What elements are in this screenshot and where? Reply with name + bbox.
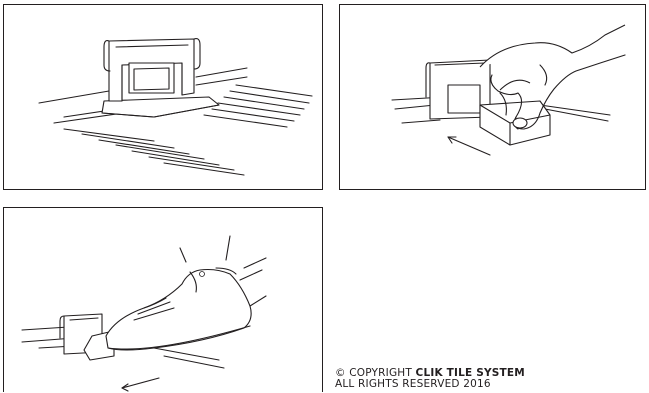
copyright-notice: © COPYRIGHT CLIK TILE SYSTEM ALL RIGHTS … (335, 368, 645, 390)
foot-pushing-wedge-icon (4, 208, 324, 393)
step-2-panel (339, 4, 646, 190)
rights-line: ALL RIGHTS RESERVED 2016 (335, 379, 645, 390)
step-1-panel (3, 4, 323, 190)
clip-placed-on-floor-tile-icon (4, 5, 324, 191)
hand-pushing-wedge-icon (340, 5, 647, 191)
step-3-panel (3, 207, 323, 392)
